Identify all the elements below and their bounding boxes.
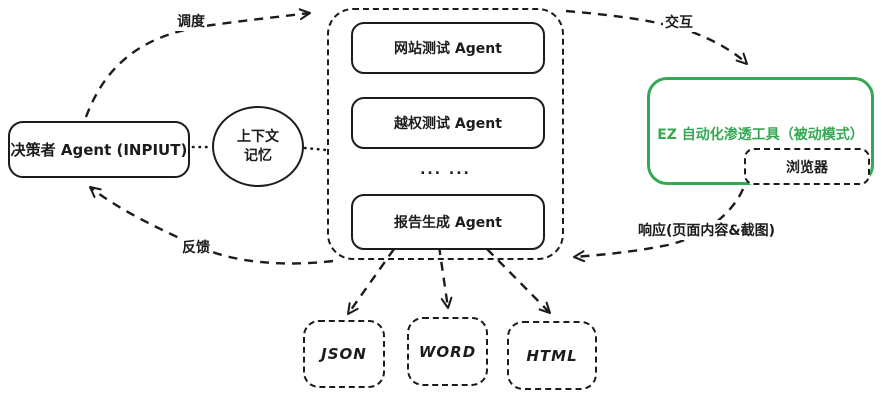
pentest-tool-node: EZ 自动化渗透工具（被动模式） 浏览器 <box>647 77 874 185</box>
browser-node: 浏览器 <box>744 148 870 185</box>
output-json-node: JSON <box>303 320 385 388</box>
output-word-node: WORD <box>407 317 488 386</box>
context-memory-line2: 记忆 <box>244 147 272 164</box>
dispatch-edge-label: 调度 <box>175 11 207 31</box>
more-agents-ellipsis: ... ... <box>420 162 471 178</box>
context-memory-node: 上下文 记忆 <box>212 106 304 187</box>
agents-group: 网站测试 Agent 越权测试 Agent ... ... 报告生成 Agent <box>327 8 564 260</box>
feedback-edge-label: 反馈 <box>180 237 212 257</box>
output-html-node: HTML <box>507 321 597 390</box>
output-arrow-word <box>437 245 453 310</box>
interact-arrow <box>565 9 749 66</box>
memory-link-right <box>303 146 328 152</box>
output-arrow-json <box>346 248 395 316</box>
privilege-test-agent-node: 越权测试 Agent <box>351 97 545 149</box>
pentest-tool-title: EZ 自动化渗透工具（被动模式） <box>657 127 864 143</box>
interact-edge-label: 交互 <box>663 12 695 32</box>
website-test-agent-node: 网站测试 Agent <box>351 22 545 74</box>
response-edge-label: 响应(页面内容&截图) <box>636 220 778 240</box>
context-memory-line1: 上下文 <box>237 129 279 146</box>
report-agent-node: 报告生成 Agent <box>351 194 545 250</box>
response-arrow <box>572 188 745 263</box>
decision-agent-node: 决策者 Agent (INPIUT) <box>8 121 190 178</box>
